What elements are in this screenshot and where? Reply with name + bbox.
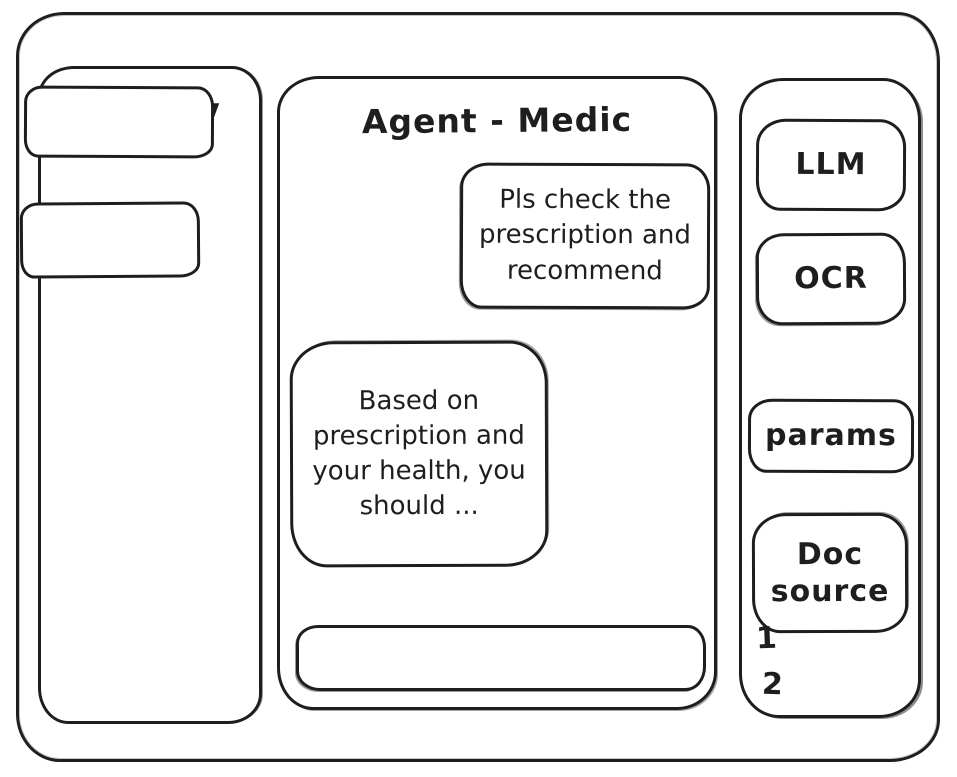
chat-message-assistant-text: Based on prescription and your health, y… <box>312 385 526 522</box>
chat-message-assistant: Based on prescription and your health, y… <box>289 340 549 568</box>
history-item-2[interactable] <box>19 201 201 279</box>
tools-panel: LLM OCR params Doc source 1 2 <box>739 78 921 718</box>
llm-button[interactable]: LLM <box>755 118 907 212</box>
params-button-label: params <box>765 418 897 454</box>
doc-source-button-label: Doc source <box>770 536 890 610</box>
ocr-button[interactable]: OCR <box>755 232 907 326</box>
chat-panel: Agent - Medic Pls check the prescription… <box>277 76 717 710</box>
history-item-1[interactable] <box>23 85 215 159</box>
chat-message-user-text: Pls check the prescription and recommend <box>479 185 691 286</box>
doc-source-list-number-1: 1 <box>755 620 778 657</box>
llm-button-label: LLM <box>795 147 867 183</box>
doc-source-button[interactable]: Doc source <box>751 512 909 634</box>
doc-source-list-number-2: 2 <box>761 666 784 703</box>
chat-title: Agent - Medic <box>361 99 633 142</box>
params-button[interactable]: params <box>747 398 915 474</box>
chat-input[interactable] <box>296 625 706 691</box>
history-panel: History <box>38 66 262 724</box>
chat-message-user: Pls check the prescription and recommend <box>459 162 711 310</box>
ocr-button-label: OCR <box>794 261 868 297</box>
